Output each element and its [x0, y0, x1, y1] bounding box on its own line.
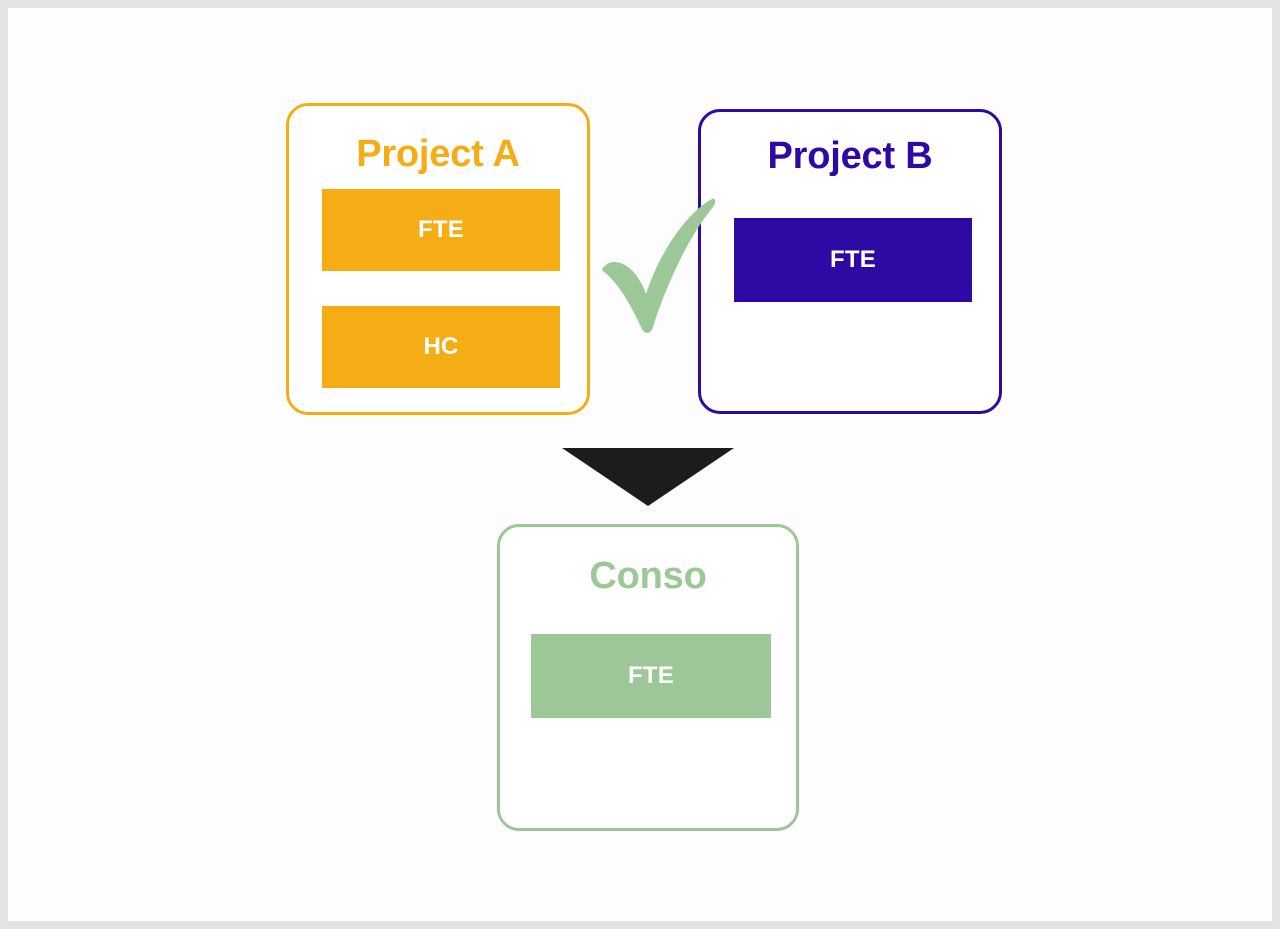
card-conso-bar-fte-label: FTE [628, 662, 674, 689]
card-project-b[interactable]: Project B FTE [698, 109, 1002, 414]
arrow-down-icon [556, 442, 740, 508]
card-project-a-bar-hc[interactable]: HC [322, 306, 560, 388]
card-project-a-bar-fte[interactable]: FTE [322, 189, 560, 271]
card-conso-title: Conso [589, 555, 707, 597]
card-project-a[interactable]: Project A FTE HC [286, 103, 590, 415]
card-conso[interactable]: Conso FTE [497, 524, 799, 831]
card-conso-bar-fte[interactable]: FTE [531, 634, 771, 718]
diagram-canvas: Project A FTE HC Project B FTE Conso FTE [8, 8, 1272, 921]
card-project-a-bar-fte-label: FTE [418, 216, 464, 243]
card-project-b-bar-fte[interactable]: FTE [734, 218, 972, 302]
card-project-b-title: Project B [767, 135, 933, 177]
card-project-a-title: Project A [356, 133, 520, 175]
check-icon [596, 188, 722, 340]
card-project-a-bar-hc-label: HC [423, 333, 459, 360]
card-project-b-bar-fte-label: FTE [830, 246, 876, 273]
